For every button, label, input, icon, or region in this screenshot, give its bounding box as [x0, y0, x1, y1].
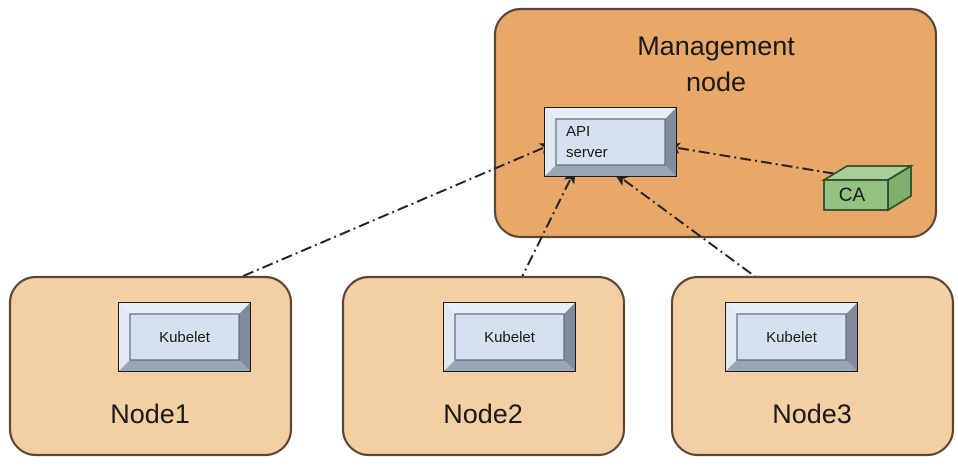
node2-kubelet-label: Kubelet: [484, 329, 536, 346]
node1-kubelet-bevel-right: [239, 303, 250, 371]
node1-kubelet-label: Kubelet: [159, 329, 211, 346]
node2-kubelet-bevel-left: [444, 303, 455, 371]
api-server-box[interactable]: API server: [544, 107, 677, 177]
node3-kubelet-bevel-bottom: [726, 360, 857, 371]
worker-node-1[interactable]: Node1 Kubelet: [8, 275, 293, 457]
worker-node-3[interactable]: Node3 Kubelet: [670, 275, 955, 457]
node3-kubelet-box[interactable]: Kubelet: [725, 302, 858, 372]
node3-kubelet-bevel-left: [726, 303, 737, 371]
connection-apiserver-node1: [179, 142, 555, 304]
api-server-face: [555, 118, 666, 166]
node2-kubelet-bevel-top: [444, 303, 575, 314]
worker-node-3-label: Node3: [772, 399, 852, 429]
worker-node-2[interactable]: Node2 Kubelet: [341, 275, 626, 457]
node3-kubelet-label: Kubelet: [766, 329, 818, 346]
node1-kubelet-box[interactable]: Kubelet: [118, 302, 251, 372]
api-server-bevel-top: [545, 108, 676, 119]
node1-kubelet-bevel-left: [119, 303, 130, 371]
node2-kubelet-box[interactable]: Kubelet: [443, 302, 576, 372]
node2-kubelet-face: [454, 313, 565, 361]
node3-kubelet-bevel-right: [846, 303, 857, 371]
ca-box-front-face: [823, 179, 889, 211]
node1-kubelet-bevel-top: [119, 303, 250, 314]
management-node-label-line1: Management: [637, 31, 795, 61]
node1-kubelet-bevel-bottom: [119, 360, 250, 371]
worker-node-2-label: Node2: [443, 399, 523, 429]
api-server-label-line2: server: [566, 144, 608, 161]
api-server-bevel-right: [665, 108, 676, 176]
node2-kubelet-bevel-right: [564, 303, 575, 371]
node2-kubelet-bevel-bottom: [444, 360, 575, 371]
node1-kubelet-face: [129, 313, 240, 361]
ca-box[interactable]: CA: [820, 164, 915, 212]
api-server-bevel-bottom: [545, 165, 676, 176]
node3-kubelet-bevel-top: [726, 303, 857, 314]
api-server-bevel-left: [545, 108, 556, 176]
worker-node-1-label: Node1: [110, 399, 190, 429]
ca-label: CA: [839, 185, 866, 206]
node3-kubelet-face: [736, 313, 847, 361]
api-server-label-line1: API: [566, 123, 590, 140]
management-node-label-line2: node: [686, 67, 746, 97]
